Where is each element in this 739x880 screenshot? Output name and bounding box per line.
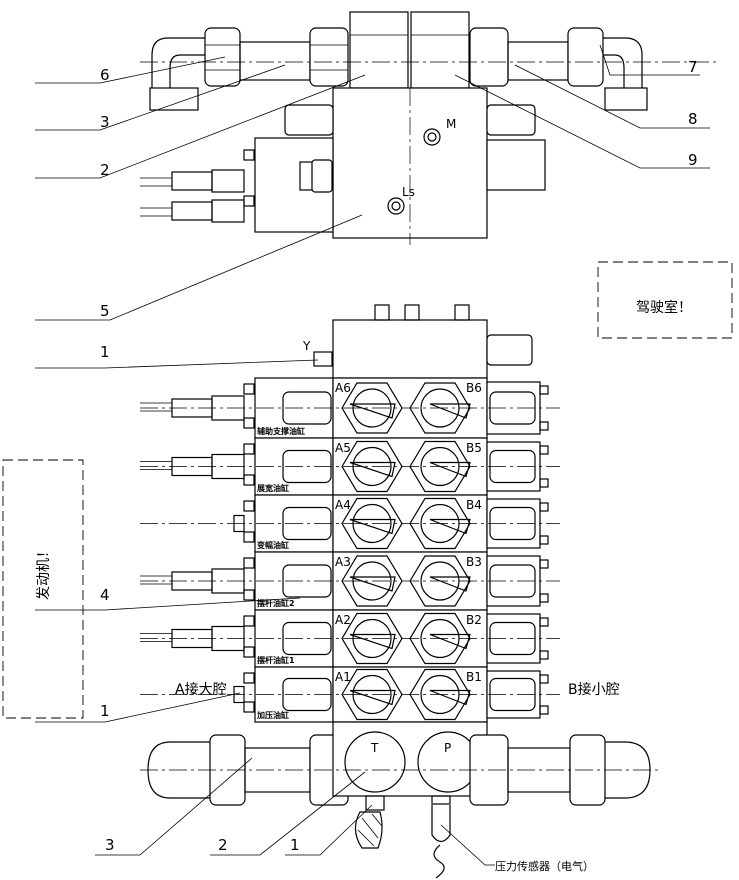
spool-handle xyxy=(429,461,471,478)
port-a-label: A3 xyxy=(335,555,351,569)
spool-handle xyxy=(349,403,396,419)
spool-handle xyxy=(349,689,396,706)
top-assembly: M Ls xyxy=(140,11,720,245)
engine-label: 发动机！ xyxy=(36,544,52,600)
balloon-1-top: 1 xyxy=(100,343,110,361)
valve-section: A1 B1 加压油缸 xyxy=(140,666,560,723)
balloon-1-bottom: 1 xyxy=(290,836,300,854)
valve-section: A4 B4 变幅油缸 xyxy=(140,494,560,553)
port-b-label: B4 xyxy=(466,498,482,512)
balloon-1-mid: 1 xyxy=(100,702,110,720)
section-label: 辅助支撑油缸 xyxy=(257,426,305,436)
spool-handle xyxy=(429,403,471,419)
spool-handle xyxy=(429,633,471,650)
port-b-label: B3 xyxy=(466,555,482,569)
spool-handle xyxy=(349,461,396,478)
valve-section: A5 B5 展宽油缸 xyxy=(140,437,560,496)
port-a-label: A5 xyxy=(335,441,351,455)
spool-handle xyxy=(349,518,396,535)
port-b-label: B1 xyxy=(466,670,482,684)
spool-handle xyxy=(429,518,471,535)
port-a-label: A1 xyxy=(335,670,351,684)
valve-section: A3 B3 摆杆油缸2 xyxy=(140,551,560,611)
port-t-label: T xyxy=(370,741,379,755)
balloon-2-bottom: 2 xyxy=(218,836,228,854)
balloon-leaders-top: 6 3 2 5 7 8 9 xyxy=(35,44,710,321)
balloon-3-bottom: 3 xyxy=(105,836,115,854)
port-m-label: M xyxy=(446,117,456,131)
section-label: 摆杆油缸1 xyxy=(257,655,295,665)
spool-handle xyxy=(349,576,396,592)
balloon-3: 3 xyxy=(100,113,110,131)
balloon-2: 2 xyxy=(100,161,110,179)
pressure-sensor-label: 压力传感器（电气） xyxy=(495,859,594,873)
port-b-label: B5 xyxy=(466,441,482,455)
section-label: 变幅油缸 xyxy=(257,540,289,550)
port-b-label: B2 xyxy=(466,613,482,627)
a-port-note: A接大腔 xyxy=(175,681,227,698)
section-label: 展宽油缸 xyxy=(256,483,289,493)
tank-port-t xyxy=(344,731,406,793)
port-p-label: P xyxy=(444,741,451,755)
port-a-label: A2 xyxy=(335,613,351,627)
balloon-8: 8 xyxy=(688,110,698,128)
inlet-assembly: T P 压力传感器（电气） xyxy=(140,721,660,879)
port-y-label: Y xyxy=(302,339,311,353)
b-port-note: B接小腔 xyxy=(568,681,620,698)
spool-handle xyxy=(429,689,471,706)
valve-section: A2 B2 摆杆油缸1 xyxy=(140,609,560,668)
spool-handle xyxy=(349,633,396,650)
balloon-7: 7 xyxy=(688,58,698,76)
spool-handle xyxy=(429,576,471,592)
cab-label: 驾驶室！ xyxy=(636,299,692,316)
valve-section: A6 B6 辅助支撑油缸 xyxy=(140,377,560,439)
port-a-label: A4 xyxy=(335,498,351,512)
balloon-9: 9 xyxy=(688,151,698,169)
cab-note-box: 驾驶室！ xyxy=(597,261,733,339)
section-label: 摆杆油缸2 xyxy=(257,598,295,608)
port-ls-label: Ls xyxy=(402,185,415,199)
balloon-6: 6 xyxy=(100,66,110,84)
engine-note-box: 发动机！ xyxy=(2,459,84,719)
port-b-label: B6 xyxy=(466,381,482,395)
section-label: 加压油缸 xyxy=(256,710,289,720)
port-a-label: A6 xyxy=(335,381,351,395)
balloon-4: 4 xyxy=(100,586,110,604)
balloon-5: 5 xyxy=(100,302,110,320)
